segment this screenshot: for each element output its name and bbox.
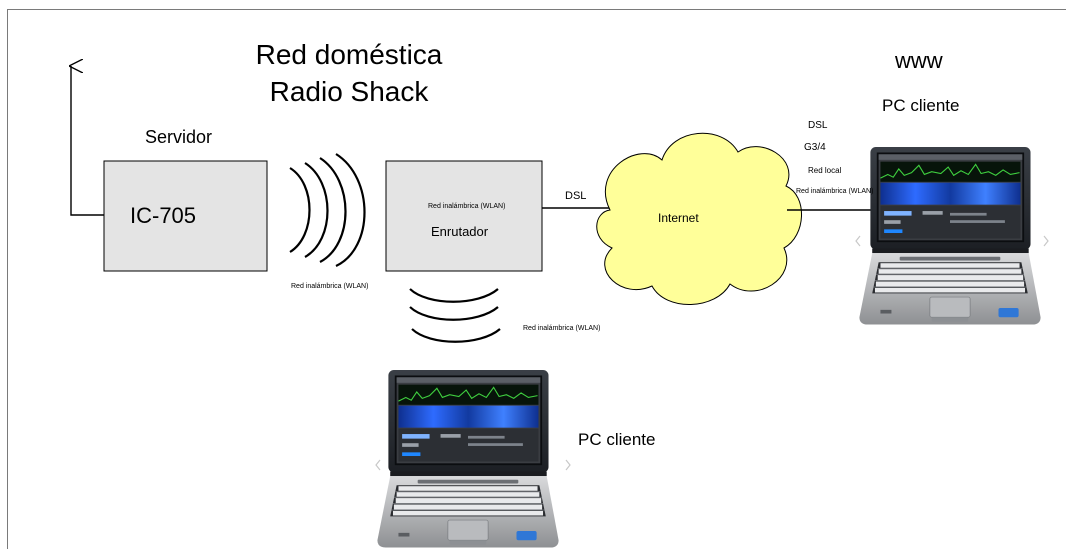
conn-type-dsl: DSL [808,120,828,131]
diagram-frame [7,9,1066,549]
title-line-1: Red doméstica [255,39,443,70]
local-laptop [376,370,560,549]
router-box [385,160,543,272]
wifi-waves-horizontal [289,153,366,267]
wlan-label-server: Red inalámbrica (WLAN) [291,283,369,290]
carousel-arrows [375,235,1049,471]
dsl-label: DSL [565,190,587,202]
router-wlan-label: Red inalámbrica (WLAN) [428,203,506,210]
conn-type-g34: G3/4 [804,142,826,153]
conn-type-wlan: Red inalámbrica (WLAN) [796,188,874,195]
wlan-label-local-pc: Red inalámbrica (WLAN) [523,325,601,332]
server-device-label: IC-705 [130,203,197,228]
title-line-2: Radio Shack [269,76,429,107]
remote-pc-label: PC cliente [882,96,960,115]
local-pc-label: PC cliente [578,430,656,449]
internet-cloud [596,132,802,305]
internet-label: Internet [658,211,699,225]
server-label: Servidor [145,127,213,147]
www-label: www [895,48,943,73]
router-label: Enrutador [431,224,489,239]
wifi-waves-vertical [409,288,501,343]
server-box [103,160,268,272]
remote-laptop [858,147,1042,326]
conn-type-lan: Red local [808,166,842,175]
antenna-arrow [71,66,104,216]
